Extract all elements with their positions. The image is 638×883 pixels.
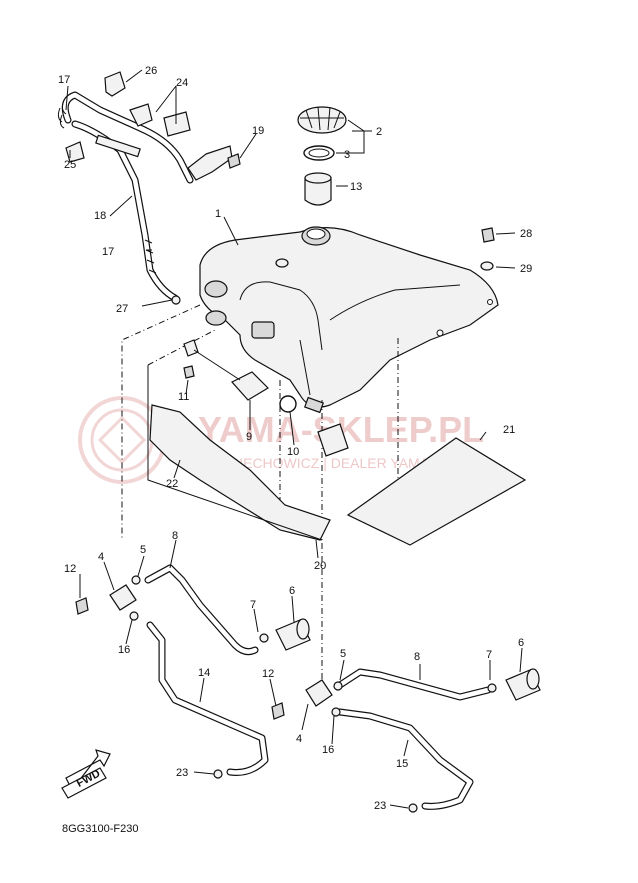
reference-leaders	[121, 304, 399, 682]
fuel-line-right	[271, 668, 541, 813]
callout-16: 16	[322, 744, 334, 756]
watermark-subtitle: WOJCIECHOWICZ | DEALER YAMAHA	[198, 455, 449, 471]
callout-8: 8	[172, 530, 178, 542]
callout-numbers: 1 2 3 4 4 5 5 6 6 7 7 8 8 9 10 11 12 12 …	[58, 65, 532, 812]
callout-12: 12	[64, 563, 76, 575]
callout-27: 27	[116, 303, 128, 315]
callout-10: 10	[287, 446, 299, 458]
diagram-code: 8GG3100-F230	[62, 823, 138, 835]
callout-16: 16	[118, 644, 130, 656]
callout-25: 25	[64, 159, 76, 171]
callout-11: 11	[178, 391, 189, 403]
forward-direction-arrow: FWD	[61, 749, 111, 799]
callout-21: 21	[503, 424, 515, 436]
callout-23: 23	[176, 767, 188, 779]
callout-13: 13	[350, 181, 362, 193]
fuel-cap	[297, 106, 347, 134]
callout-29: 29	[520, 263, 532, 275]
tank-cover-plates	[147, 365, 527, 546]
callout-6: 6	[518, 637, 524, 649]
callout-2: 2	[376, 126, 382, 138]
bolt	[227, 153, 241, 169]
callout-4: 4	[98, 551, 104, 563]
callout-26: 26	[145, 65, 157, 77]
callout-5: 5	[140, 544, 146, 556]
callout-22: 22	[166, 478, 178, 490]
callout-17: 17	[58, 74, 70, 86]
breather-hoses	[57, 91, 233, 305]
callout-12: 12	[262, 668, 274, 680]
bolt-and-washer	[480, 227, 495, 271]
callout-8: 8	[414, 651, 420, 663]
callout-17: 17	[102, 246, 114, 258]
callout-19: 19	[252, 125, 264, 137]
callout-4: 4	[296, 733, 302, 745]
fuel-sensor-assembly	[183, 339, 349, 457]
callout-24: 24	[176, 77, 188, 89]
callout-3: 3	[344, 149, 350, 161]
cap-gasket	[303, 145, 335, 161]
callout-18: 18	[94, 210, 106, 222]
callout-6: 6	[289, 585, 295, 597]
callout-14: 14	[198, 667, 210, 679]
callout-7: 7	[250, 599, 256, 611]
callout-1: 1	[215, 208, 221, 220]
hose-clips-top	[65, 71, 191, 163]
fuel-filter-strainer	[304, 172, 332, 206]
callout-leaders	[65, 69, 523, 809]
callout-7: 7	[486, 649, 492, 661]
callout-9: 9	[246, 431, 252, 443]
callout-20: 20	[314, 560, 326, 572]
callout-15: 15	[396, 758, 408, 770]
callout-28: 28	[520, 228, 532, 240]
callout-5: 5	[340, 648, 346, 660]
fuel-tank	[199, 226, 499, 408]
fuel-line-left	[75, 564, 311, 779]
callout-23: 23	[374, 800, 386, 812]
